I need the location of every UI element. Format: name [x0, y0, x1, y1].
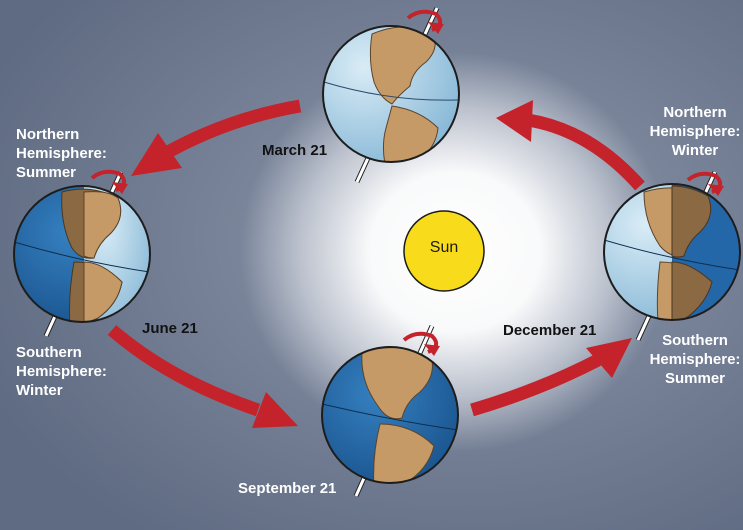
season-line: Winter [16, 382, 63, 399]
season-line: Southern [16, 344, 82, 361]
season-label-southern-winter: Southern Hemisphere: Winter [16, 343, 107, 400]
orbit-arrow-icon [107, 325, 298, 428]
season-line: Winter [671, 142, 719, 159]
earth-globe-march [322, 6, 460, 184]
date-label-december: December 21 [503, 322, 597, 339]
season-line: Hemisphere: [649, 351, 741, 368]
orbit-arrows [107, 99, 645, 428]
season-line: Summer [16, 164, 77, 181]
season-label-southern-summer: Southern Hemisphere: Summer [640, 331, 743, 388]
season-line: Hemisphere: [649, 123, 741, 140]
season-line: Northern [16, 126, 80, 143]
earth-globe-june [13, 169, 151, 338]
season-line: Hemisphere: [16, 363, 107, 380]
season-line: Northern [663, 104, 727, 121]
date-label-march: March 21 [262, 142, 328, 159]
orbit-arrow-icon [496, 100, 645, 191]
date-label-september: September 21 [238, 480, 337, 497]
season-label-northern-summer: Northern Hemisphere: Summer [16, 125, 107, 182]
earth-globe-september [321, 324, 459, 498]
season-line: Hemisphere: [16, 145, 107, 162]
season-line: Southern [662, 332, 728, 349]
season-label-northern-winter: Northern Hemisphere: Winter [640, 103, 743, 160]
sun-label: Sun [429, 239, 459, 256]
orbit-arrow-icon [131, 99, 302, 176]
sun [403, 210, 485, 292]
date-label-june: June 21 [142, 320, 198, 337]
season-line: Summer [664, 370, 726, 387]
earth-globe-december [603, 170, 741, 342]
orbit-arrow-icon [470, 338, 632, 417]
